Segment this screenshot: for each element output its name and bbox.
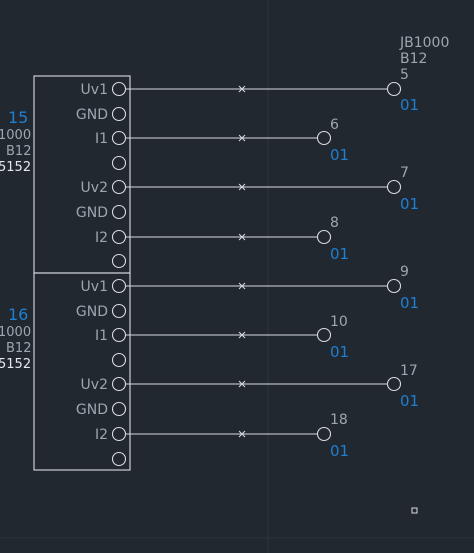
- pin-label: Uv2: [81, 180, 108, 196]
- pin-label: Uv1: [81, 82, 108, 98]
- pin-terminal[interactable]: [111, 401, 127, 417]
- pin-terminal[interactable]: [111, 303, 127, 319]
- terminal-number: 17: [400, 363, 418, 379]
- terminal-group: 01: [330, 343, 349, 361]
- terminal-group: 01: [400, 96, 419, 114]
- terminal-group: 01: [400, 294, 419, 312]
- cross-mark: [238, 85, 246, 93]
- module-number: 15: [8, 108, 28, 127]
- pin-terminal[interactable]: [111, 204, 127, 220]
- pin-terminal[interactable]: [111, 106, 127, 122]
- module-code: 5152: [0, 160, 31, 175]
- pin-label: I1: [95, 131, 108, 147]
- module-code: 5152: [0, 357, 31, 372]
- connection-5: 5 01: [125, 67, 419, 114]
- pin-label: I1: [95, 328, 108, 344]
- pin-terminal[interactable]: [111, 130, 127, 146]
- module-type: B12: [6, 341, 31, 356]
- terminal-group: 01: [330, 146, 349, 164]
- pin-terminal[interactable]: [111, 229, 127, 245]
- end-terminal[interactable]: [316, 327, 332, 343]
- pin-terminal[interactable]: [111, 253, 127, 269]
- cross-mark: [238, 183, 246, 191]
- pin-terminal[interactable]: [111, 327, 127, 343]
- module-type: B12: [6, 144, 31, 159]
- end-terminal[interactable]: [386, 376, 402, 392]
- pin-label: GND: [76, 107, 108, 123]
- end-terminal[interactable]: [316, 229, 332, 245]
- device-type-label: B12: [400, 51, 427, 67]
- pin-terminal[interactable]: [111, 376, 127, 392]
- terminal-group: 01: [330, 245, 349, 263]
- module-block-16: 16 1000 B12 5152 Uv1 GND I1 Uv2 GND I2: [0, 272, 131, 471]
- connection-18: 18 01: [125, 412, 349, 460]
- cross-mark: [238, 233, 246, 241]
- cross-mark: [238, 430, 246, 438]
- end-terminal[interactable]: [386, 81, 402, 97]
- pin-terminal[interactable]: [111, 155, 127, 171]
- end-terminal[interactable]: [386, 278, 402, 294]
- end-terminal[interactable]: [386, 179, 402, 195]
- pin-terminal[interactable]: [111, 352, 127, 368]
- connection-6: 6 01: [125, 117, 349, 164]
- terminal-number: 6: [330, 117, 339, 133]
- connection-7: 7 01: [125, 165, 419, 213]
- module-name: 1000: [0, 325, 31, 340]
- pin-terminal[interactable]: [111, 451, 127, 467]
- terminal-number: 18: [330, 412, 348, 428]
- module-number: 16: [8, 305, 28, 324]
- module-outline: [33, 75, 131, 274]
- connection-9: 9 01: [125, 264, 419, 312]
- terminal-number: 7: [400, 165, 409, 181]
- pin-terminal[interactable]: [111, 179, 127, 195]
- cross-mark: [238, 331, 246, 339]
- end-terminal[interactable]: [316, 426, 332, 442]
- module-block-15: 15 1000 B12 5152 Uv1 GND I1 Uv2 GND I2: [0, 75, 131, 274]
- cross-mark: [238, 380, 246, 388]
- terminal-group: 01: [330, 442, 349, 460]
- module-outline: [33, 272, 131, 471]
- pin-terminal[interactable]: [111, 426, 127, 442]
- pin-terminal[interactable]: [111, 81, 127, 97]
- pin-label: I2: [95, 427, 108, 443]
- pin-label: I2: [95, 230, 108, 246]
- terminal-number: 10: [330, 314, 348, 330]
- pin-label: GND: [76, 205, 108, 221]
- pin-terminal[interactable]: [111, 278, 127, 294]
- connection-10: 10 01: [125, 314, 349, 361]
- snap-marker[interactable]: [411, 507, 418, 514]
- terminal-number: 9: [400, 264, 409, 280]
- module-name: 1000: [0, 128, 31, 143]
- pin-label: Uv2: [81, 377, 108, 393]
- device-name-label: JB1000: [399, 35, 449, 51]
- end-terminal[interactable]: [316, 130, 332, 146]
- terminal-number: 8: [330, 215, 339, 231]
- pin-label: Uv1: [81, 279, 108, 295]
- terminal-group: 01: [400, 195, 419, 213]
- cross-mark: [238, 282, 246, 290]
- pin-label: GND: [76, 402, 108, 418]
- cross-mark: [238, 134, 246, 142]
- terminal-number: 5: [400, 67, 409, 83]
- connection-8: 8 01: [125, 215, 349, 263]
- connection-17: 17 01: [125, 363, 419, 410]
- pin-label: GND: [76, 304, 108, 320]
- terminal-group: 01: [400, 392, 419, 410]
